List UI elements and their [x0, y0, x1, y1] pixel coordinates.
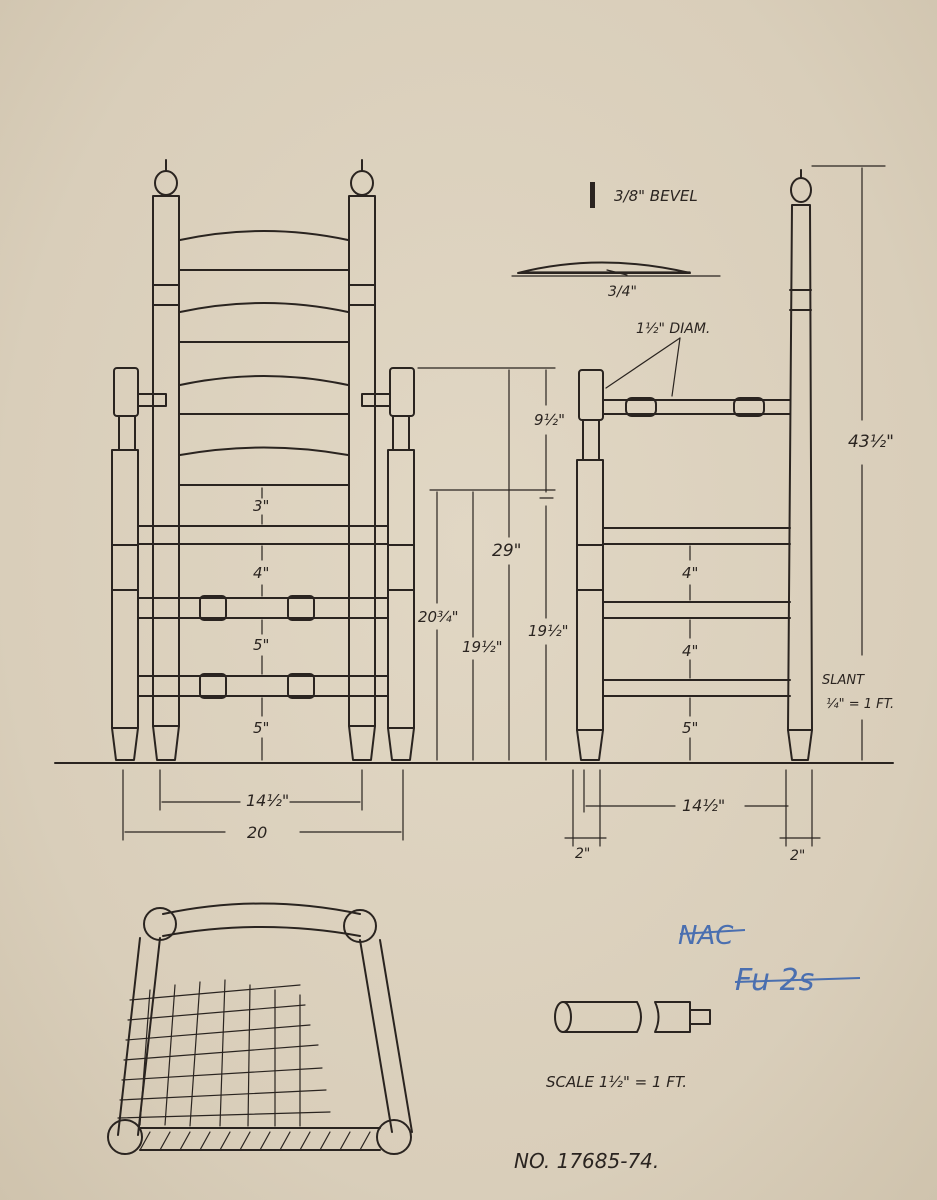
side-height-43-half: 43½" [848, 432, 894, 452]
front-view: 3" 4" 5" 5" 14½" 20 [111, 159, 415, 842]
front-dim-4: 4" [253, 564, 269, 582]
side-view [564, 165, 886, 847]
pencil-note-1: NAC [678, 921, 734, 951]
dim-9-half: 9½" [534, 411, 565, 429]
side-width-14-half: 14½" [682, 796, 725, 815]
front-front-post-right [361, 367, 415, 761]
rod-detail [554, 1001, 711, 1033]
arm-diam: 1½" DIAM. [636, 321, 710, 337]
side-dim-4-lower: 4" [682, 642, 698, 660]
front-front-post-left [111, 367, 167, 761]
side-post-2-right: 2" [790, 848, 805, 864]
bevel-detail [511, 182, 721, 277]
front-dim-3: 3" [253, 497, 269, 515]
dim-19-half-front: 19½" [462, 638, 503, 656]
seat-weave [117, 979, 371, 1151]
bevel-label: 3/8" BEVEL [614, 187, 698, 205]
front-seat-rail [137, 525, 389, 545]
front-back-post-right [348, 159, 376, 761]
dim-29: 29" [492, 541, 521, 561]
seat-plan [107, 902, 413, 1155]
front-back-post-left [152, 159, 180, 761]
scale-label: SCALE 1½" = 1 FT. [546, 1073, 687, 1091]
drawing-number: NO. 17685-74. [514, 1149, 659, 1173]
middle-dimensions [417, 367, 556, 761]
front-stretcher-upper [137, 595, 389, 621]
front-width-14-half: 14½" [246, 791, 289, 810]
dim-19-half-side: 19½" [528, 622, 569, 640]
side-dim-5: 5" [682, 719, 698, 737]
dim-20-3-4: 20¾" [418, 608, 459, 626]
front-stretcher-lower [137, 673, 389, 699]
side-dim-4-upper: 4" [682, 564, 698, 582]
front-slats [179, 230, 349, 486]
bevel-width: 3/4" [608, 284, 637, 300]
slant-ratio: ¼" = 1 FT. [826, 697, 894, 712]
slant-label: SLANT [822, 673, 865, 688]
front-dim-5-lower: 5" [253, 719, 269, 737]
front-width-20: 20 [247, 823, 267, 842]
front-dim-5-upper: 5" [253, 636, 269, 654]
side-post-2-left: 2" [575, 846, 590, 862]
